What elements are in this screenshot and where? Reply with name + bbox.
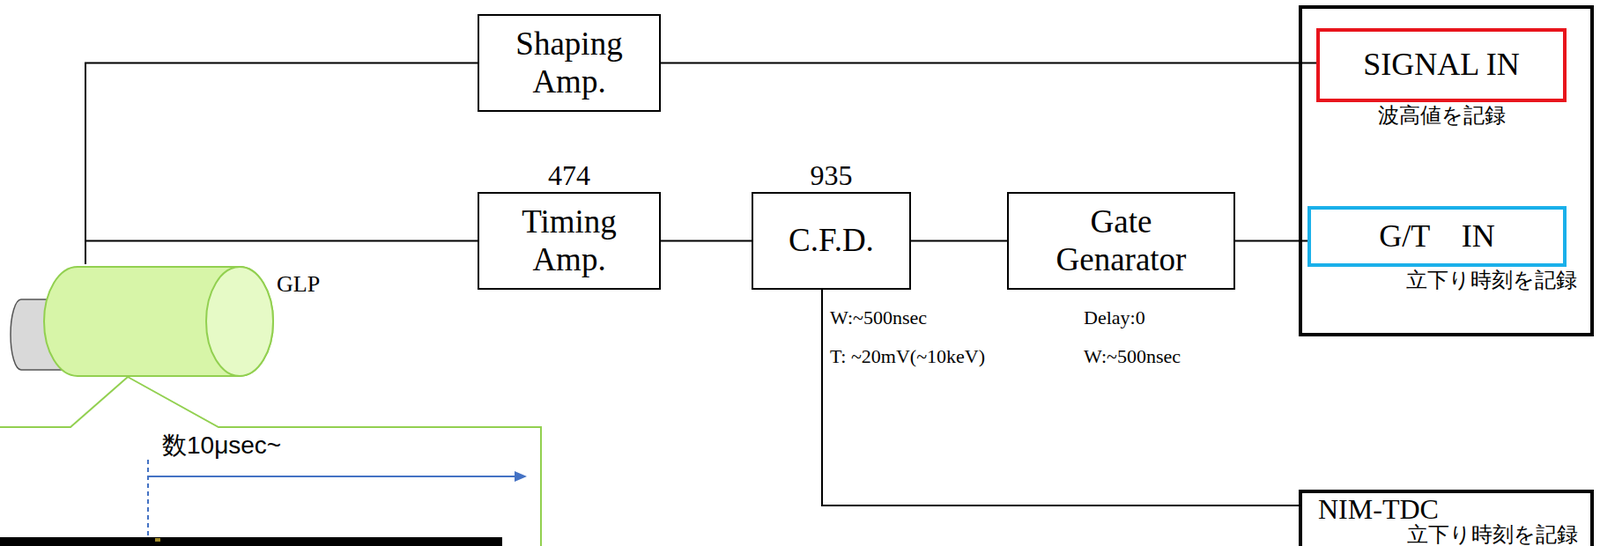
signal-cable [1235, 240, 1308, 243]
setting-note: Delay:0 [1083, 306, 1146, 329]
signal-cable [85, 63, 478, 266]
setting-note: W:~500nsec [1083, 345, 1181, 368]
setting-note: W:~500nsec [829, 306, 927, 329]
box-content: NIM-TDC立下り時刻を記録 [1302, 493, 1591, 546]
time-marker [147, 459, 149, 540]
callout-line [127, 377, 541, 546]
signal-cable [660, 62, 1317, 65]
box-text: NIM-TDC [1318, 495, 1439, 524]
port-note: 波高値を記録 [1319, 103, 1563, 128]
time-arrow [148, 475, 519, 478]
waveform-trace [155, 538, 161, 542]
detector-name: GLP [276, 271, 320, 298]
box-content: SIGNAL IN [1319, 31, 1563, 99]
box-content: C.F.D. [753, 193, 910, 289]
arrow-head [514, 471, 527, 482]
detector-drawing [8, 264, 275, 379]
module-box: Timing Amp.474 [477, 192, 661, 290]
module-box: SIGNAL IN波高値を記録 [1316, 28, 1567, 103]
signal-cable [660, 240, 752, 243]
port-note: 立下り時刻を記録 [1406, 267, 1578, 293]
box-text: 立下り時刻を記録 [1407, 523, 1578, 546]
module-box: Gate Genarator [1007, 192, 1236, 290]
box-content: Gate Genarator [1008, 193, 1234, 289]
time-note: 数10μsec~ [162, 431, 282, 460]
daq-module-outline [1300, 7, 1593, 335]
scintillator-body [44, 266, 274, 377]
setting-note: T: ~20mV(~10keV) [829, 345, 986, 368]
signal-cable [911, 240, 1008, 243]
module-box: G/T IN立下り時刻を記録 [1307, 206, 1567, 267]
waveform-screen [0, 537, 503, 546]
box-content: Timing Amp. [479, 193, 660, 289]
module-number: 935 [753, 159, 910, 193]
module-number: 474 [479, 159, 660, 193]
scintillator-face [206, 266, 274, 377]
box-text: Timing Amp. [496, 203, 643, 279]
box-text: G/T IN [1378, 219, 1495, 255]
module-box: C.F.D.935 [751, 192, 912, 290]
box-content: G/T IN [1311, 209, 1563, 264]
box-text: C.F.D. [788, 222, 875, 260]
box-text: Gate Genarator [1029, 203, 1215, 279]
signal-cable [822, 289, 1299, 506]
module-box: NIM-TDC立下り時刻を記録 [1298, 489, 1594, 546]
signal-cable [85, 241, 478, 266]
box-content [8, 264, 275, 379]
box-text: Shaping Amp. [496, 25, 643, 101]
box-content: Shaping Amp. [479, 15, 660, 111]
callout-line [0, 377, 128, 428]
box-text: SIGNAL IN [1362, 47, 1520, 83]
detector: GLP [8, 264, 275, 379]
module-box: Shaping Amp. [477, 14, 661, 112]
